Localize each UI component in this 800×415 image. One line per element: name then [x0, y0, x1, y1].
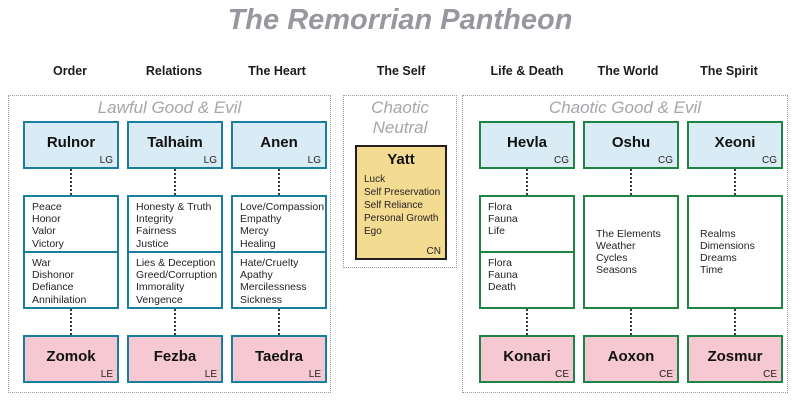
- deity-box-taedra: Taedra LE: [231, 335, 327, 383]
- deity-name: Anen: [260, 134, 298, 151]
- connector-dotted-line: [630, 309, 632, 335]
- column-headers: Order Relations The Heart The Self Life …: [0, 64, 800, 80]
- group-label-line2: Neutral: [372, 118, 428, 137]
- deity-box-zomok: Zomok LE: [23, 335, 119, 383]
- deity-name: Taedra: [254, 348, 304, 365]
- connector-dotted-line: [734, 309, 736, 335]
- alignment-tag: CE: [659, 369, 673, 380]
- deity-box-hevla: Hevla CG: [479, 121, 575, 169]
- connector-dotted-line: [174, 169, 176, 195]
- alignment-tag: CE: [555, 369, 569, 380]
- deity-box-oshu: Oshu CG: [583, 121, 679, 169]
- deity-name: Oshu: [611, 134, 651, 151]
- connector-dotted-line: [70, 309, 72, 335]
- alignment-tag: LG: [307, 155, 321, 166]
- group-label-chaotic: Chaotic Good & Evil: [548, 98, 702, 117]
- deity-name: Fezba: [153, 348, 197, 365]
- deity-name: Xeoni: [714, 134, 756, 151]
- connector-dotted-line: [70, 169, 72, 195]
- alignment-tag: CG: [554, 155, 569, 166]
- connector-dotted-line: [734, 169, 736, 195]
- group-label-neutral: Chaotic Neutral: [344, 96, 456, 138]
- alignment-tag: CG: [762, 155, 777, 166]
- deity-box-konari: Konari CE: [479, 335, 575, 383]
- group-label-lawful: Lawful Good & Evil: [97, 98, 242, 117]
- connector-dotted-line: [526, 309, 528, 335]
- group-label-line1: Chaotic: [371, 98, 429, 117]
- deity-box-aoxon: Aoxon CE: [583, 335, 679, 383]
- deity-name: Konari: [503, 348, 551, 365]
- deity-name: Aoxon: [607, 348, 655, 365]
- deity-box-fezba: Fezba LE: [127, 335, 223, 383]
- deity-box-xeoni: Xeoni CG: [687, 121, 783, 169]
- page-title: The Remorrian Pantheon: [227, 4, 573, 36]
- deity-name: Zomok: [46, 348, 96, 365]
- alignment-tag: LG: [203, 155, 217, 166]
- deity-name: Hevla: [506, 134, 548, 151]
- alignment-tag: LE: [100, 369, 113, 380]
- deity-box-zosmur: Zosmur CE: [687, 335, 783, 383]
- column-header-the-spirit: The Spirit: [700, 64, 758, 78]
- deity-box-anen: Anen LG: [231, 121, 327, 169]
- deity-name: Yatt: [387, 151, 415, 168]
- column-header-order: Order: [52, 64, 88, 78]
- connector-dotted-line: [278, 309, 280, 335]
- deity-box-rulnor: Rulnor LG: [23, 121, 119, 169]
- column-header-the-world: The World: [597, 64, 659, 78]
- column-header-relations: Relations: [145, 64, 203, 78]
- connector-dotted-line: [526, 169, 528, 195]
- column-header-the-self: The Self: [376, 64, 426, 78]
- deity-name: Talhaim: [147, 134, 203, 151]
- alignment-tag: CN: [426, 246, 441, 257]
- alignment-tag: LG: [99, 155, 113, 166]
- deity-box-talhaim: Talhaim LG: [127, 121, 223, 169]
- connector-dotted-line: [278, 169, 280, 195]
- alignment-tag: LE: [204, 369, 217, 380]
- column-header-the-heart: The Heart: [248, 64, 306, 78]
- column-header-life-death: Life & Death: [490, 64, 564, 78]
- deity-name: Rulnor: [46, 134, 96, 151]
- connector-dotted-line: [174, 309, 176, 335]
- alignment-tag: CE: [763, 369, 777, 380]
- deity-name: Zosmur: [707, 348, 763, 365]
- alignment-tag: LE: [308, 369, 321, 380]
- connector-dotted-line: [630, 169, 632, 195]
- alignment-tag: CG: [658, 155, 673, 166]
